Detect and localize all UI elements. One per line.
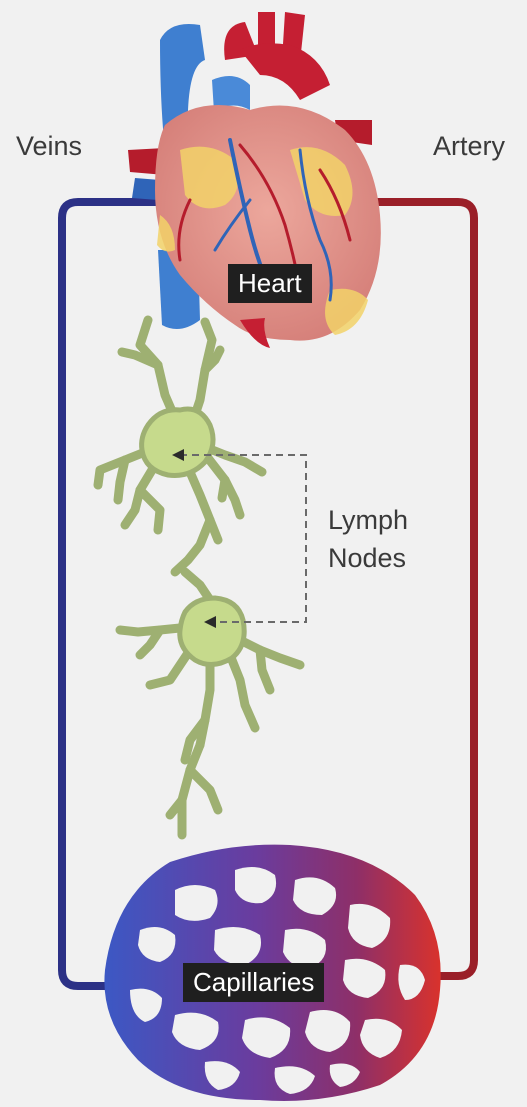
lymph-nodes-label-line1: Lymph (328, 507, 408, 534)
lymph-node-lower (180, 598, 244, 665)
artery-vessel (360, 202, 474, 976)
lymph-nodes-label-line2: Nodes (328, 545, 406, 572)
artery-label: Artery (433, 131, 505, 162)
lymph-node-upper (142, 409, 213, 475)
capillaries-label: Capillaries (183, 963, 324, 1002)
veins-label: Veins (16, 131, 82, 162)
lymphatic-vessels (98, 320, 300, 835)
heart-label: Heart (228, 264, 312, 303)
